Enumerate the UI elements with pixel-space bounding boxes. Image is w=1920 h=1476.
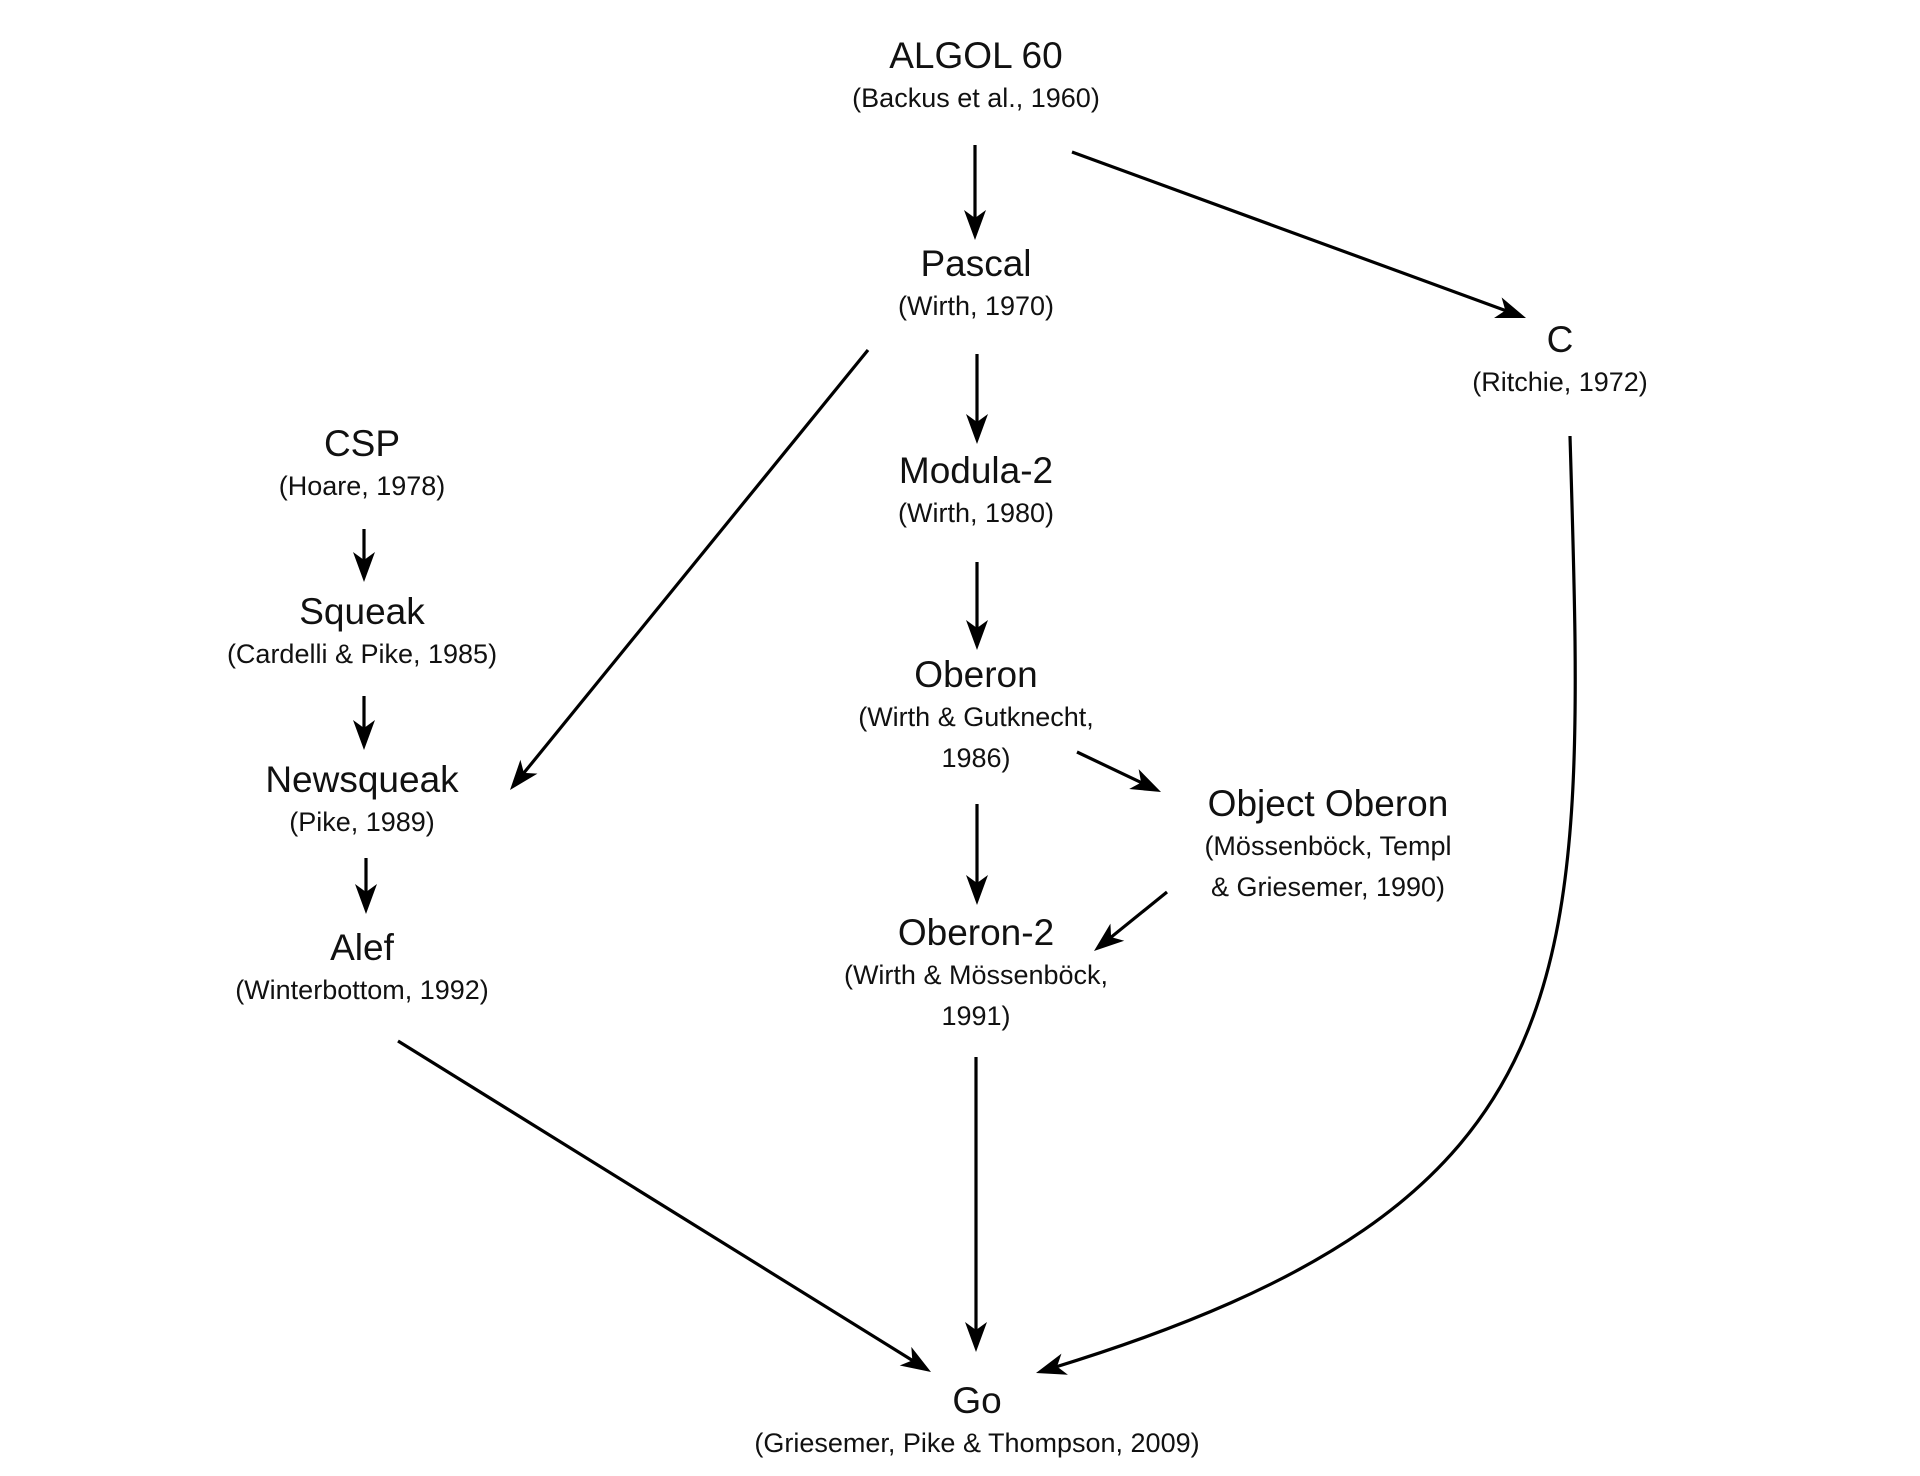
node-title: Alef — [330, 927, 394, 968]
node-c: C (Ritchie, 1972) — [1472, 318, 1648, 403]
arrowhead-icon — [964, 210, 986, 240]
node-subtitle: (Backus et al., 1960) — [852, 83, 1100, 113]
edge-line — [1071, 150, 1510, 314]
node-alef: Alef (Winterbottom, 1992) — [235, 926, 489, 1011]
node-subtitle: (Pike, 1989) — [289, 807, 435, 837]
node-subtitle: (Ritchie, 1972) — [1472, 367, 1648, 397]
arrowhead-icon — [965, 1322, 987, 1352]
node-subtitle: (Wirth, 1980) — [897, 498, 1055, 528]
node-subtitle: (Winterbottom, 1992) — [235, 975, 489, 1005]
edge-oberon-to-objectoberon — [1076, 750, 1161, 792]
node-pascal: Pascal (Wirth, 1970) — [898, 242, 1054, 327]
edges-layer — [353, 145, 1577, 1375]
arrowhead-icon — [966, 414, 988, 444]
arrowhead-icon — [1494, 297, 1526, 319]
node-oberon2: Oberon-2 (Wirth & Mössenböck, 1991) — [844, 911, 1108, 1037]
edge-modula2-to-oberon — [966, 562, 988, 650]
node-squeak: Squeak (Cardelli & Pike, 1985) — [227, 590, 497, 675]
node-title: Oberon — [914, 654, 1038, 695]
edge-csp-to-squeak — [353, 529, 375, 582]
node-title: Newsqueak — [265, 759, 459, 800]
node-oberon: Oberon (Wirth & Gutknecht, 1986) — [858, 653, 1094, 779]
node-newsqueak: Newsqueak (Pike, 1989) — [265, 758, 458, 843]
node-title: Object Oberon — [1207, 783, 1449, 824]
edge-line — [397, 1039, 917, 1364]
node-csp: CSP (Hoare, 1978) — [279, 422, 446, 507]
arrowhead-icon — [355, 884, 377, 914]
arrowhead-icon — [510, 759, 538, 790]
arrowhead-icon — [1094, 923, 1125, 951]
node-title: Oberon-2 — [897, 912, 1055, 953]
node-subtitle: (Mössenböck, Templ — [1204, 831, 1452, 861]
node-modula2: Modula-2 (Wirth, 1980) — [898, 449, 1054, 534]
edge-algol60-to-c — [1071, 150, 1526, 319]
edge-oberon2-to-go — [965, 1057, 987, 1352]
node-title: C — [1546, 319, 1574, 360]
node-subtitle: (Wirth & Gutknecht, — [858, 702, 1094, 732]
node-go: Go (Griesemer, Pike & Thompson, 2009) — [754, 1379, 1199, 1464]
arrowhead-icon — [353, 720, 375, 750]
node-subtitle: 1991) — [941, 1001, 1011, 1031]
edge-oberon-to-oberon2 — [966, 804, 988, 905]
node-algol60: ALGOL 60 (Backus et al., 1960) — [852, 34, 1100, 119]
node-subtitle: (Wirth, 1970) — [897, 291, 1055, 321]
edge-squeak-to-newsqueak — [353, 696, 375, 750]
node-subtitle: (Griesemer, Pike & Thompson, 2009) — [754, 1428, 1200, 1458]
edge-newsqueak-to-alef — [355, 858, 377, 914]
arrowhead-icon — [966, 620, 988, 650]
edge-line — [1076, 750, 1146, 786]
edge-c-to-go — [1036, 435, 1577, 1375]
edge-objectoberon-to-oberon2 — [1094, 890, 1169, 951]
node-title: Squeak — [299, 591, 425, 632]
arrowhead-icon — [1129, 769, 1161, 792]
node-subtitle: & Griesemer, 1990) — [1210, 872, 1446, 902]
arrowhead-icon — [353, 552, 375, 582]
node-title: Pascal — [920, 243, 1032, 284]
arrowhead-icon — [899, 1346, 931, 1372]
node-title: Go — [952, 1380, 1002, 1421]
edge-curve — [1052, 435, 1577, 1370]
edge-alef-to-go — [397, 1039, 931, 1372]
node-object-oberon: Object Oberon (Mössenböck, Templ & Gries… — [1204, 782, 1451, 908]
node-title: CSP — [323, 423, 401, 464]
arrowhead-icon — [966, 875, 988, 905]
node-subtitle: 1986) — [941, 743, 1011, 773]
node-subtitle: (Cardelli & Pike, 1985) — [226, 639, 498, 669]
edge-line — [1106, 890, 1169, 941]
edge-pascal-to-newsqueak — [510, 348, 870, 790]
node-subtitle: (Wirth & Mössenböck, — [843, 960, 1109, 990]
node-title: Modula-2 — [898, 450, 1054, 491]
arrowhead-icon — [1036, 1353, 1068, 1375]
edge-line — [520, 348, 870, 778]
node-subtitle: (Hoare, 1978) — [278, 471, 446, 501]
edge-pascal-to-modula2 — [966, 354, 988, 444]
edge-algol60-to-pascal — [964, 145, 986, 240]
node-title: ALGOL 60 — [889, 35, 1063, 76]
